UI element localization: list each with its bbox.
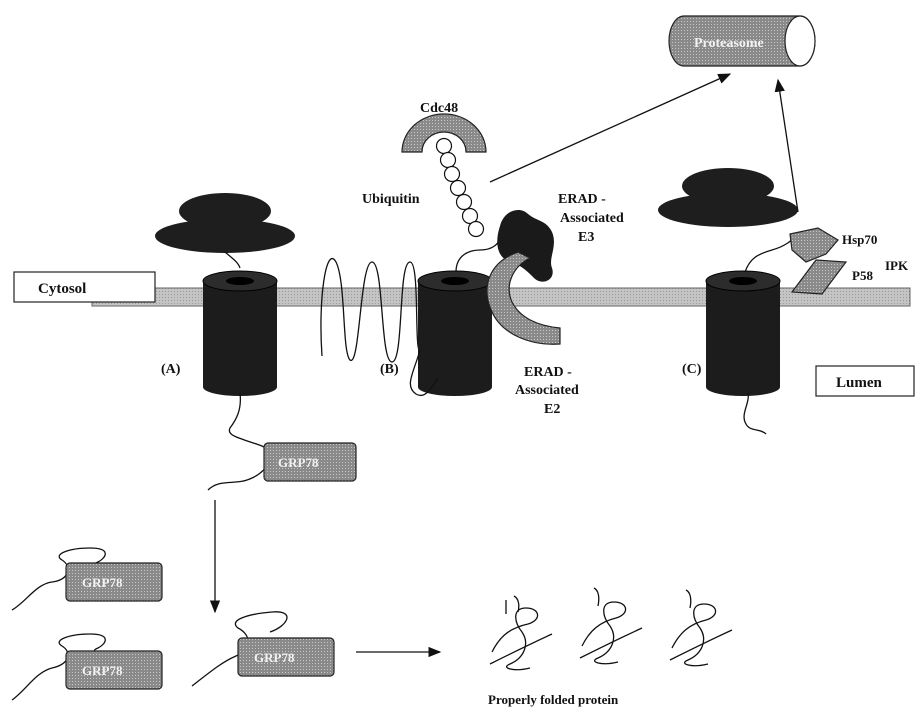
cdc48-label: Cdc48: [420, 101, 458, 116]
arrow-c-to-proteasome: [778, 80, 798, 212]
lumen-label-box: Lumen: [816, 366, 914, 396]
grp78-label-left-2: GRP78: [82, 663, 123, 678]
p58-label: P58: [852, 268, 873, 283]
erad-e2-label-line2: Associated: [515, 383, 579, 398]
erad-e2-label: ERAD - Associated E2: [515, 365, 579, 417]
hsp70-chaperone: [790, 228, 838, 262]
nascent-chain-a: [225, 252, 240, 268]
erad-e3-label-line1: ERAD -: [558, 192, 606, 207]
proteasome: Proteasome: [669, 16, 815, 66]
cytosol-label: Cytosol: [38, 281, 86, 297]
panel-c-label: (C): [682, 362, 702, 377]
lumen-label: Lumen: [836, 375, 883, 391]
polypeptide-b-cytosol: [456, 236, 500, 272]
erad-e3-label: ERAD - Associated E3: [558, 192, 624, 245]
ubiquitin-label: Ubiquitin: [362, 192, 420, 207]
grp78-chaperone-center: GRP78: [238, 638, 334, 676]
translocon-channel-a: [203, 271, 277, 396]
erad-e2-label-line1: ERAD -: [524, 365, 572, 380]
proteasome-label: Proteasome: [694, 36, 764, 51]
cytosol-label-box: Cytosol: [14, 272, 155, 302]
ipk-label: IPK: [885, 258, 909, 273]
transmembrane-helices-b: [321, 259, 420, 362]
grp78-label-center: GRP78: [254, 650, 295, 665]
erad-e2-label-line3: E2: [544, 402, 560, 417]
panel-b-label: (B): [380, 362, 399, 377]
grp78-label-left-1: GRP78: [82, 575, 123, 590]
translocon-channel-c: [706, 271, 780, 396]
panel-a-label: (A): [161, 362, 181, 377]
erad-e3-label-line3: E3: [578, 230, 594, 245]
grp78-chaperone-left-1: GRP78: [66, 563, 162, 601]
folded-protein-1: [490, 596, 552, 670]
grp78-label-a: GRP78: [278, 455, 319, 470]
translocon-channel-b: [418, 271, 492, 396]
grp78-chaperone-a: GRP78: [264, 443, 356, 481]
arrow-b-to-proteasome: [490, 74, 730, 182]
polypeptide-c-cytosol: [745, 236, 796, 272]
erad-e3-label-line2: Associated: [560, 211, 624, 226]
folded-protein-2: [580, 588, 642, 664]
ubiquitin-chain: [437, 139, 484, 237]
polypeptide-c-lumen: [744, 393, 766, 434]
ribosome-c: [658, 168, 798, 227]
folded-protein-label: Properly folded protein: [488, 692, 619, 707]
hsp70-label: Hsp70: [842, 232, 877, 247]
polypeptide-a: [208, 393, 270, 490]
grp78-chaperone-left-2: GRP78: [66, 651, 162, 689]
ribosome-a: [155, 193, 295, 253]
folded-protein-3: [670, 590, 732, 666]
